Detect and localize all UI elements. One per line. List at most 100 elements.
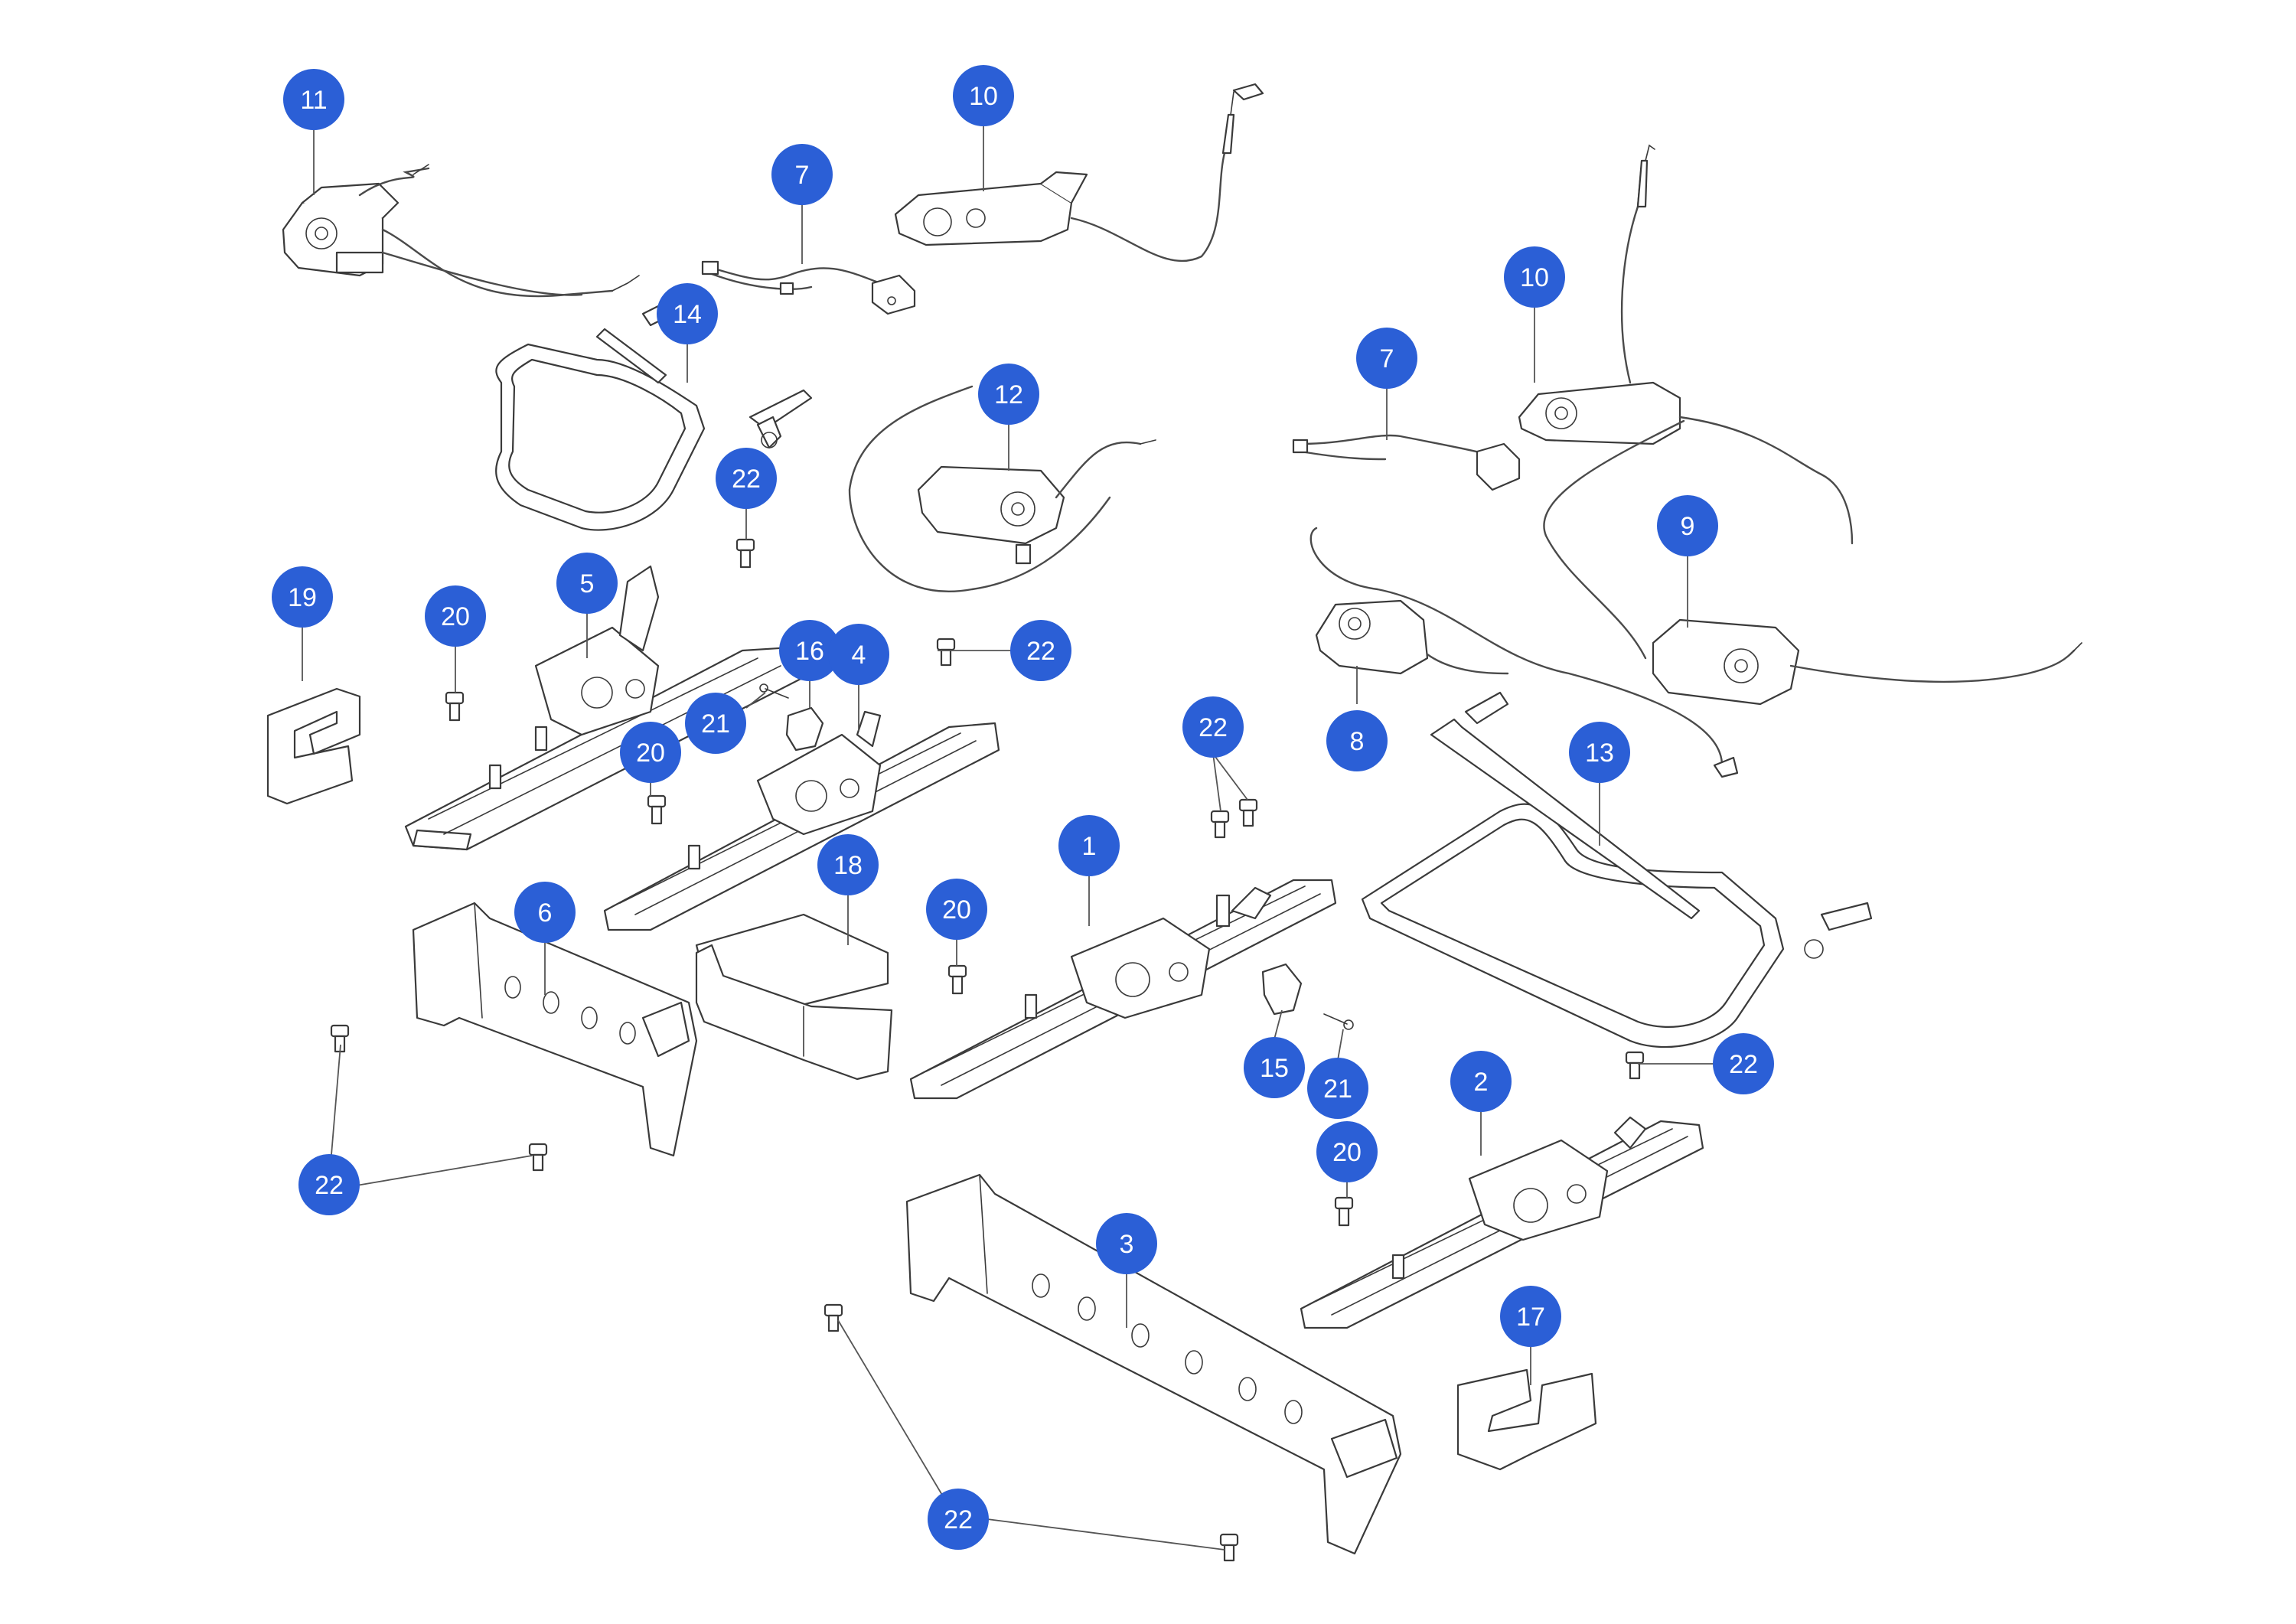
motor-10-lower <box>1518 144 1854 545</box>
callout-c2[interactable]: 2 <box>1450 1051 1512 1112</box>
callout-c4[interactable]: 4 <box>828 624 889 685</box>
callout-c10a[interactable]: 10 <box>953 65 1014 126</box>
callout-circle[interactable] <box>1096 1213 1157 1274</box>
bolt-20-d <box>1334 1196 1354 1227</box>
callout-number: 19 <box>288 583 317 612</box>
callout-c5[interactable]: 5 <box>556 553 618 614</box>
callout-c21b[interactable]: 21 <box>1307 1058 1368 1119</box>
callout-circle[interactable] <box>1500 1286 1561 1347</box>
callout-circle[interactable] <box>978 364 1039 425</box>
callout-circle[interactable] <box>425 585 486 647</box>
callout-circle[interactable] <box>716 448 777 509</box>
callout-circle[interactable] <box>1569 722 1630 783</box>
callout-c22c[interactable]: 22 <box>1182 696 1244 758</box>
frame-14 <box>495 305 813 531</box>
callout-circle[interactable] <box>1182 696 1244 758</box>
bolt-22-c2 <box>1238 798 1258 827</box>
bolt-22-f2 <box>1219 1533 1239 1562</box>
callout-circle[interactable] <box>620 722 681 783</box>
callout-circle[interactable] <box>283 69 344 130</box>
callout-circle[interactable] <box>657 283 718 344</box>
callout-c22e[interactable]: 22 <box>298 1154 360 1215</box>
callout-number: 4 <box>852 641 866 670</box>
callout-number: 22 <box>1729 1050 1758 1079</box>
callout-c22d[interactable]: 22 <box>1713 1033 1774 1094</box>
seat-track-2 <box>1300 1116 1704 1329</box>
callout-circle[interactable] <box>272 566 333 628</box>
bracket-16 <box>785 706 824 752</box>
callout-c14[interactable]: 14 <box>657 283 718 344</box>
callout-number: 6 <box>538 898 553 928</box>
callout-c7a[interactable]: 7 <box>771 144 833 205</box>
callout-circle[interactable] <box>953 65 1014 126</box>
callout-c18[interactable]: 18 <box>817 834 879 895</box>
callout-c12[interactable]: 12 <box>978 364 1039 425</box>
motor-9 <box>1543 419 2082 706</box>
callout-c20c[interactable]: 20 <box>926 879 987 940</box>
callout-circle[interactable] <box>1450 1051 1512 1112</box>
cover-19 <box>266 687 361 805</box>
callout-number: 21 <box>701 709 730 739</box>
callout-number: 7 <box>795 161 810 190</box>
callout-circle[interactable] <box>779 620 840 681</box>
motor-12 <box>848 385 1156 592</box>
callout-c8[interactable]: 8 <box>1326 710 1388 771</box>
bolt-22-c1 <box>1210 810 1230 839</box>
callout-circle[interactable] <box>1010 620 1071 681</box>
screw-21-a <box>759 683 789 699</box>
callout-number: 9 <box>1681 512 1695 541</box>
frame-13 <box>1361 691 1873 1048</box>
callout-circle[interactable] <box>556 553 618 614</box>
callout-circle[interactable] <box>926 879 987 940</box>
callout-c17[interactable]: 17 <box>1500 1286 1561 1347</box>
callout-circle[interactable] <box>1713 1033 1774 1094</box>
callout-c9[interactable]: 9 <box>1657 495 1718 556</box>
callout-c10b[interactable]: 10 <box>1504 246 1565 308</box>
fasteners <box>330 538 1645 1562</box>
bolt-20-a <box>445 691 465 722</box>
callout-number: 22 <box>944 1505 973 1534</box>
callout-c20b[interactable]: 20 <box>620 722 681 783</box>
callout-circle[interactable] <box>817 834 879 895</box>
callout-c22a[interactable]: 22 <box>716 448 777 509</box>
callout-circle[interactable] <box>928 1489 989 1550</box>
callout-number: 7 <box>1380 344 1394 373</box>
callout-c16[interactable]: 16 <box>779 620 840 681</box>
callout-number: 12 <box>994 380 1023 409</box>
motor-10-upper <box>894 83 1264 263</box>
callout-c3[interactable]: 3 <box>1096 1213 1157 1274</box>
callout-number: 22 <box>1199 713 1228 742</box>
callout-circle[interactable] <box>1356 328 1417 389</box>
callout-c19[interactable]: 19 <box>272 566 333 628</box>
callout-circle[interactable] <box>685 693 746 754</box>
seat-track-1 <box>909 879 1337 1100</box>
callout-c20d[interactable]: 20 <box>1316 1121 1378 1182</box>
callout-circle[interactable] <box>298 1154 360 1215</box>
callout-c22f[interactable]: 22 <box>928 1489 989 1550</box>
callout-circle[interactable] <box>1326 710 1388 771</box>
callout-c7b[interactable]: 7 <box>1356 328 1417 389</box>
callout-c20a[interactable]: 20 <box>425 585 486 647</box>
callout-c21a[interactable]: 21 <box>685 693 746 754</box>
callout-circle[interactable] <box>1316 1121 1378 1182</box>
callout-c22b[interactable]: 22 <box>1010 620 1071 681</box>
callout-circle[interactable] <box>771 144 833 205</box>
callout-c6[interactable]: 6 <box>514 882 576 943</box>
callout-c15[interactable]: 15 <box>1244 1037 1305 1098</box>
callout-c13[interactable]: 13 <box>1569 722 1630 783</box>
callout-circle[interactable] <box>1058 815 1120 876</box>
callout-circle[interactable] <box>1307 1058 1368 1119</box>
callout-circle[interactable] <box>1244 1037 1305 1098</box>
callout-c1[interactable]: 1 <box>1058 815 1120 876</box>
callout-number: 5 <box>580 569 595 598</box>
callout-circle[interactable] <box>514 882 576 943</box>
callout-circle[interactable] <box>1504 246 1565 308</box>
callout-number: 10 <box>969 82 998 111</box>
callout-circle[interactable] <box>828 624 889 685</box>
callout-c11[interactable]: 11 <box>283 69 344 130</box>
seat-track-4 <box>603 710 1000 931</box>
callout-number: 8 <box>1350 727 1365 756</box>
callout-number: 21 <box>1323 1075 1352 1104</box>
callout-circle[interactable] <box>1657 495 1718 556</box>
